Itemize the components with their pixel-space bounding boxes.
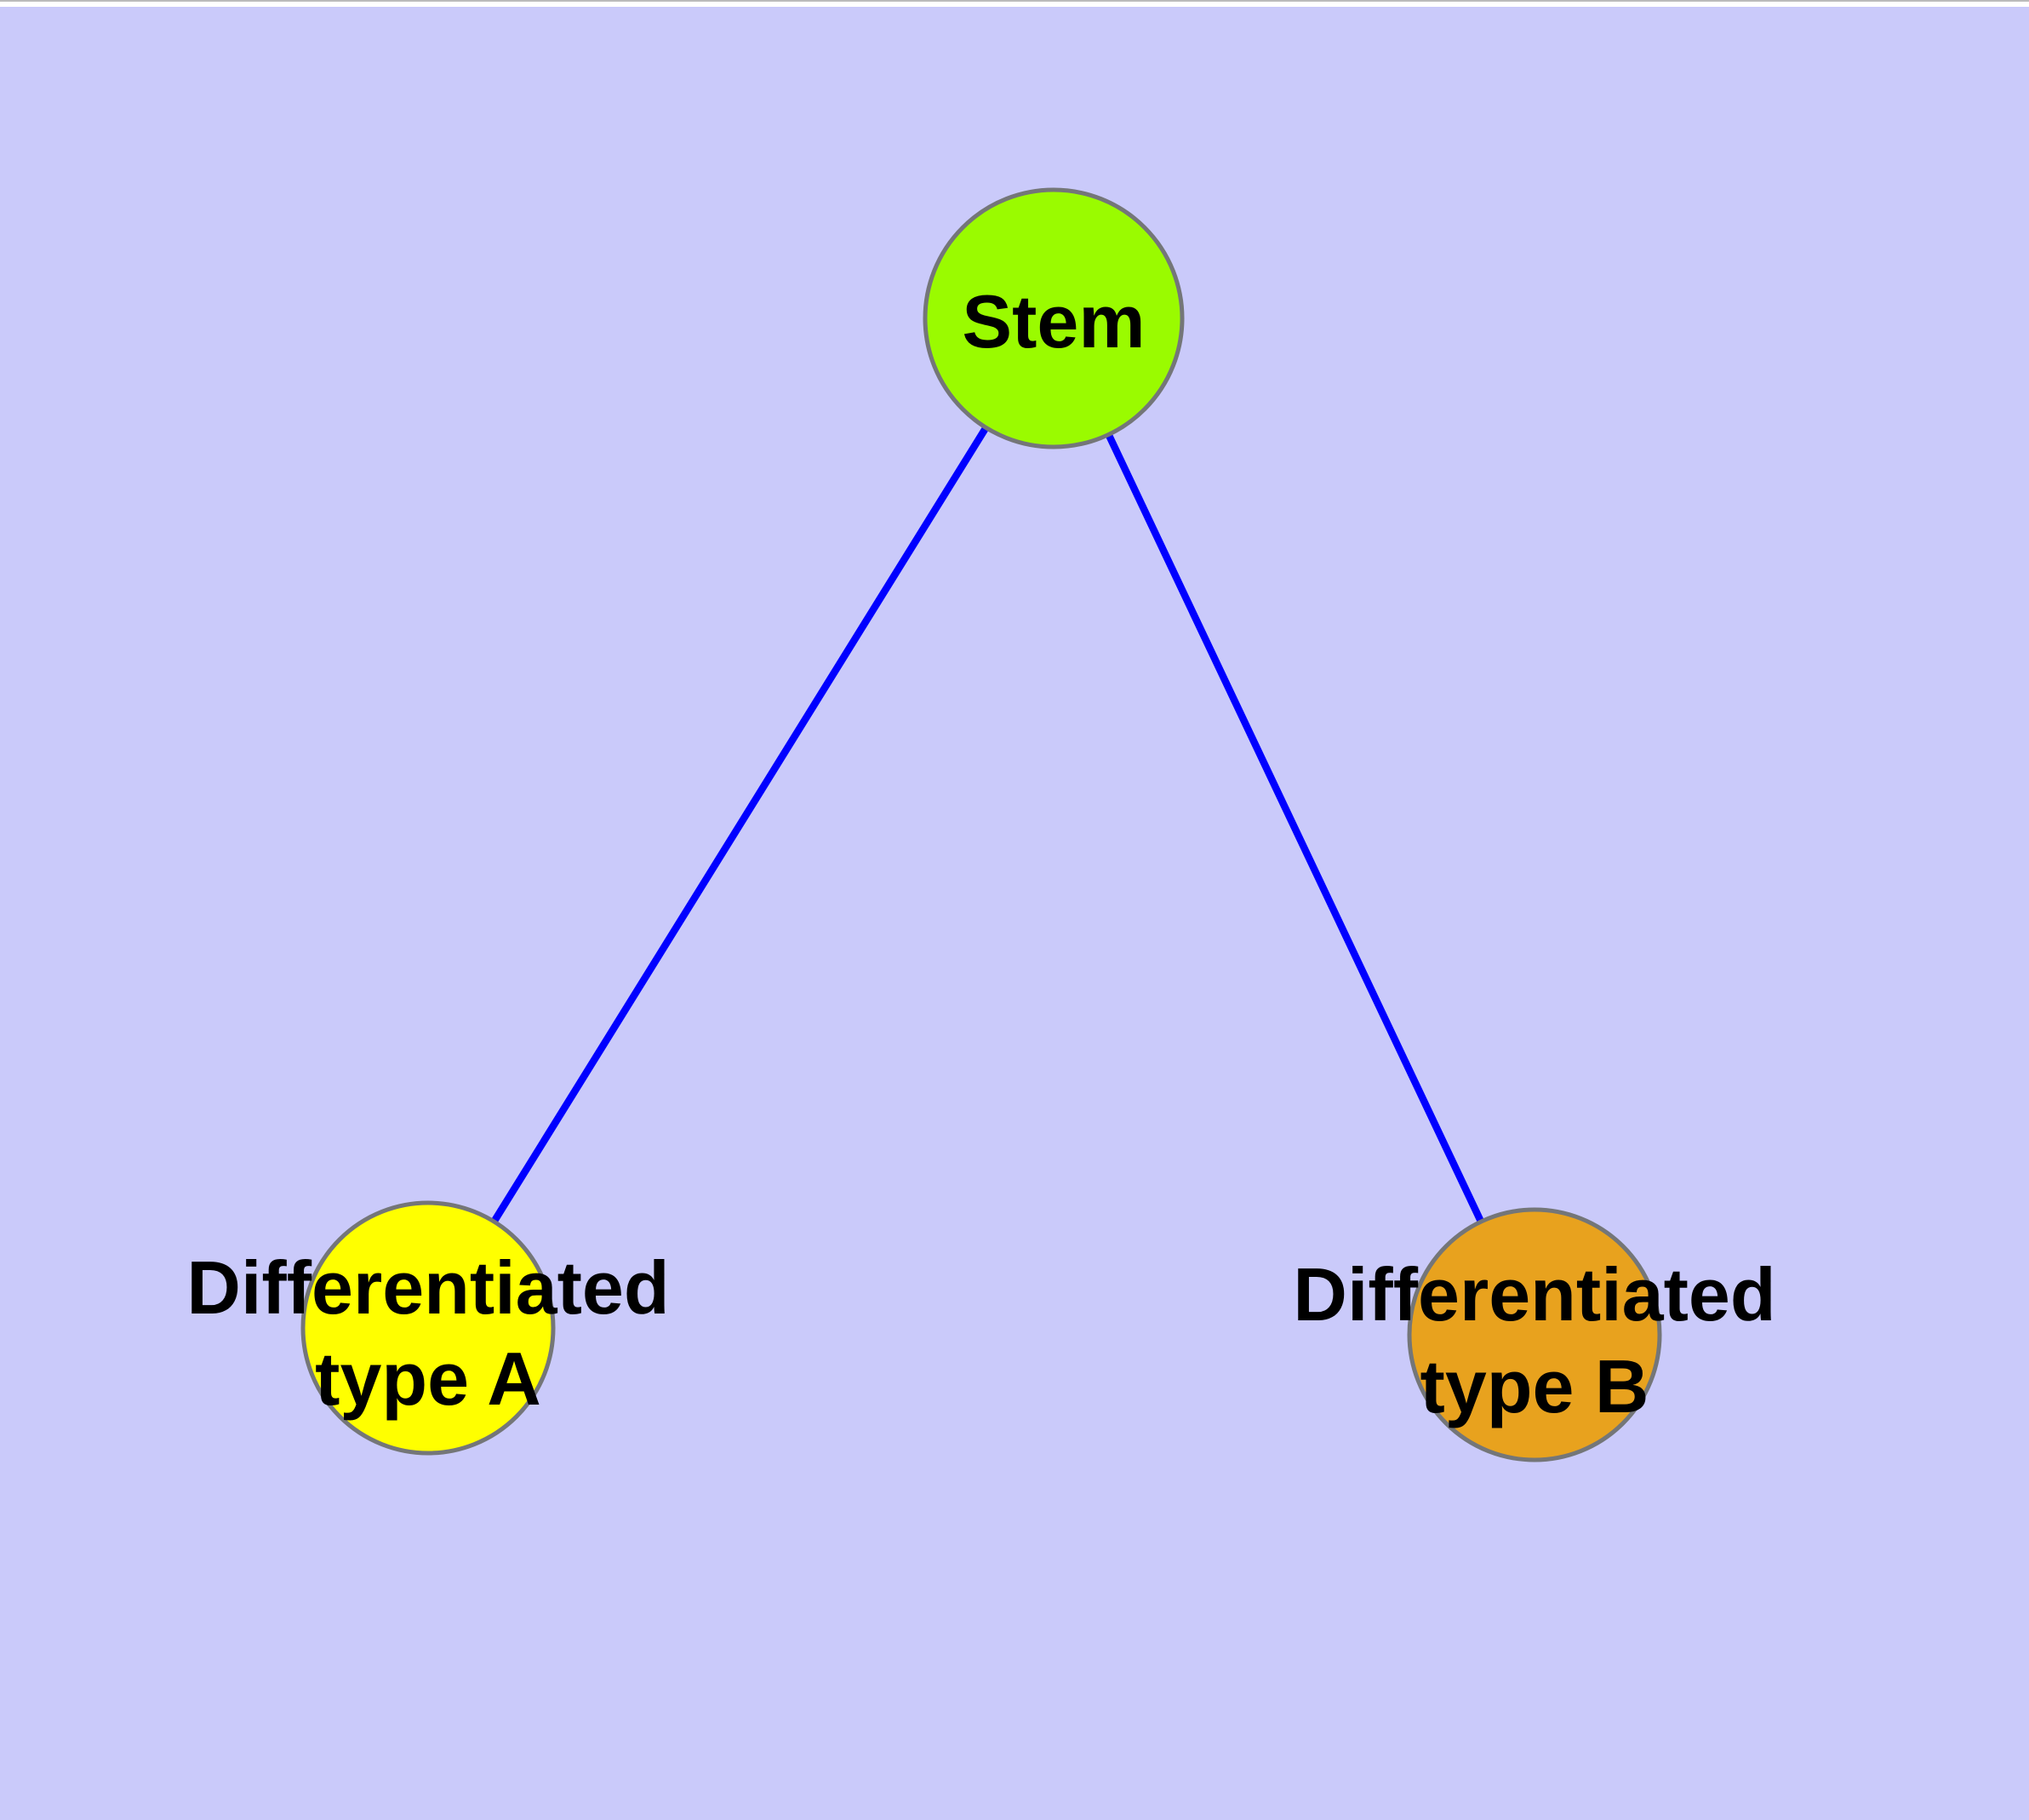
node-type-a-label-line-2: type A (315, 1336, 541, 1421)
top-margin (0, 2, 2029, 7)
node-differentiated-type-a (300, 1200, 556, 1456)
node-differentiated-type-b (1407, 1207, 1662, 1462)
node-type-a-label-line-1: Differentiated (186, 1245, 669, 1330)
node-stem (923, 187, 1185, 449)
edge-stem-to-type-b (1049, 314, 1539, 1339)
node-type-b-label-line-2: type B (1420, 1344, 1649, 1428)
top-hairline (0, 0, 2029, 2)
edge-stem-to-type-a (424, 314, 1058, 1332)
node-type-b-label-line-1: Differentiated (1293, 1252, 1775, 1336)
node-stem-label: Stem (962, 279, 1145, 363)
